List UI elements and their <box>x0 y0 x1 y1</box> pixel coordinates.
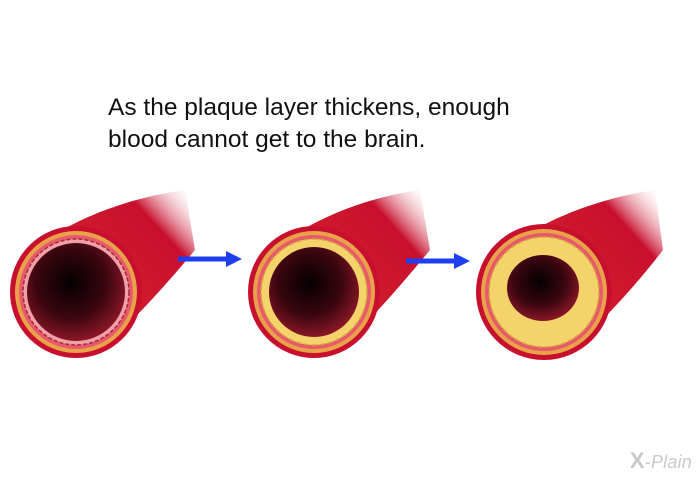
caption-line-1: As the plaque layer thickens, enough <box>108 94 510 121</box>
progress-arrow-2 <box>406 253 470 269</box>
progress-arrow-1 <box>178 251 242 267</box>
caption-line-2: blood cannot get to the brain. <box>108 126 426 153</box>
artery-lumen <box>507 255 579 321</box>
artery-lumen <box>269 247 359 337</box>
xplain-logo-icon: X <box>629 448 645 473</box>
artery-stage-thick-plaque <box>476 190 663 360</box>
xplain-watermark: X-Plain <box>630 448 692 474</box>
artery-lumen <box>27 243 125 341</box>
caption: As the plaque layer thickens, enough blo… <box>108 92 578 156</box>
artery-stage-normal <box>10 190 195 358</box>
artery-stage-thin-plaque <box>248 190 430 358</box>
xplain-logo-text: -Plain <box>644 452 692 472</box>
